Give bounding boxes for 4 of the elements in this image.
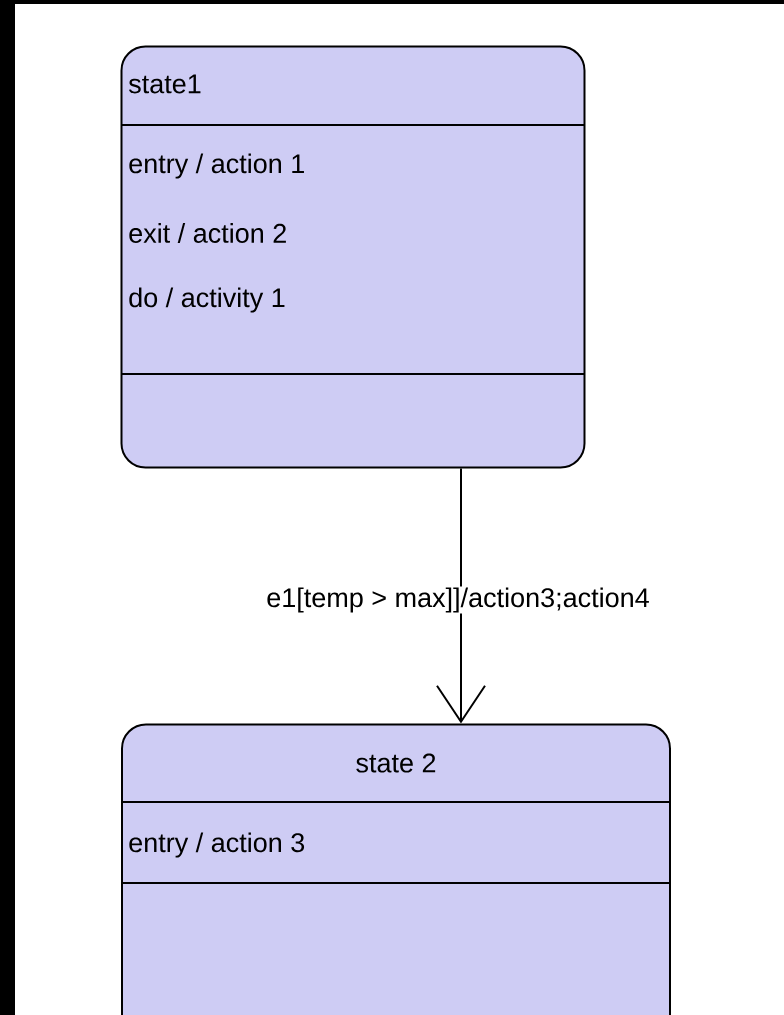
state-box: state1 entry / action 1 exit / action 2 do / activity 1 (120, 45, 586, 469)
state-box: state 2 entry / action 3 (121, 723, 671, 1015)
arrow (436, 467, 486, 724)
edge-label: e1[temp > max]]/action3;action4 (265, 586, 651, 614)
